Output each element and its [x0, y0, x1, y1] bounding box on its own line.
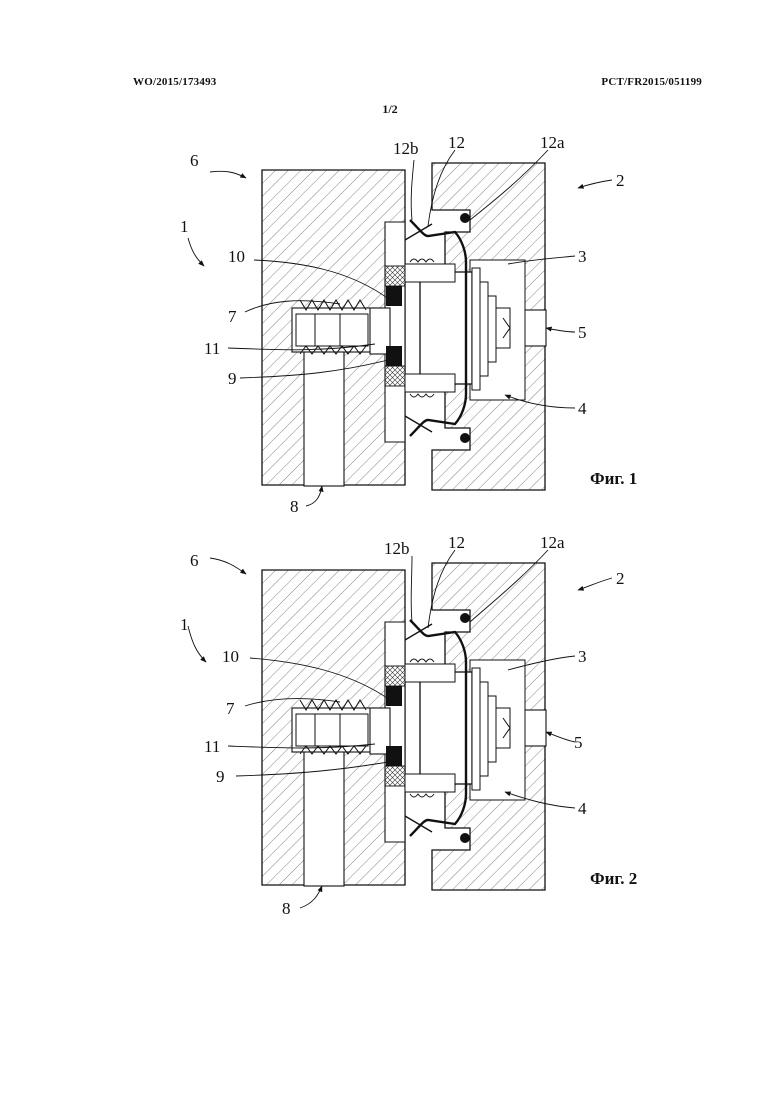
figure-1-drawing — [262, 163, 546, 490]
fig2-label-4: 4 — [578, 799, 587, 818]
fig1-caption: Фиг. 1 — [590, 469, 637, 488]
fig2-label-6: 6 — [190, 551, 199, 570]
fig2-label-12: 12 — [448, 533, 465, 552]
fig1-label-2: 2 — [616, 171, 625, 190]
fig2-label-5: 5 — [574, 733, 583, 752]
fig2-label-2: 2 — [616, 569, 625, 588]
fig2-caption: Фиг. 2 — [590, 869, 637, 888]
fig1-label-4: 4 — [578, 399, 587, 418]
fig2-label-8: 8 — [282, 899, 291, 918]
fig2-label-3: 3 — [578, 647, 587, 666]
fig1-label-12b: 12b — [393, 139, 419, 158]
fig1-label-3: 3 — [578, 247, 587, 266]
figure-2-drawing — [262, 563, 546, 890]
fig1-label-1: 1 — [180, 217, 189, 236]
fig1-label-11: 11 — [204, 339, 220, 358]
fig1-label-5: 5 — [578, 323, 587, 342]
fig1-label-12: 12 — [448, 133, 465, 152]
fig1-label-8: 8 — [290, 497, 299, 516]
fig2-label-7: 7 — [226, 699, 235, 718]
figure-2: 6 2 1 10 12b 12 12a 3 7 5 11 9 4 8 Фиг. … — [180, 533, 637, 918]
fig2-label-1: 1 — [180, 615, 189, 634]
fig2-label-11: 11 — [204, 737, 220, 756]
fig2-label-12a: 12a — [540, 533, 565, 552]
figure-1: 6 2 1 10 12b 12 12a 3 7 5 11 9 4 8 Фиг. … — [180, 133, 637, 516]
fig2-label-12b: 12b — [384, 539, 410, 558]
fig2-label-9: 9 — [216, 767, 225, 786]
fig1-label-6: 6 — [190, 151, 199, 170]
fig2-label-10: 10 — [222, 647, 239, 666]
fig1-label-7: 7 — [228, 307, 237, 326]
fig1-label-9: 9 — [228, 369, 237, 388]
fig1-label-12a: 12a — [540, 133, 565, 152]
fig1-label-10: 10 — [228, 247, 245, 266]
